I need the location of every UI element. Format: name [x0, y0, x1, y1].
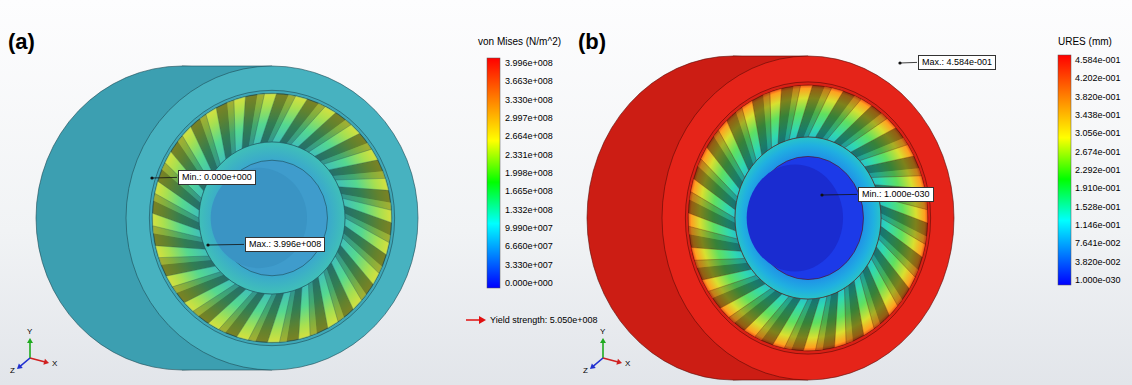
scale-label: 2.664e+008 [505, 131, 553, 141]
axis-triad [590, 338, 622, 369]
scale-label: 3.996e+008 [505, 58, 553, 68]
scale-label: 3.663e+008 [505, 76, 553, 86]
callout-box: Max.: 4.584e-001 [918, 55, 996, 70]
leader-line [208, 244, 244, 246]
scale-label: Yield strength: 5.050e+008 [490, 315, 598, 325]
scale-label: 1.332e+008 [505, 204, 553, 214]
color-scale-bar [487, 58, 500, 288]
scale-label: X [625, 359, 630, 368]
callout-box: Min.: 1.000e-030 [858, 187, 934, 202]
scale-label: 7.641e-002 [1075, 238, 1121, 248]
scale-label: 1.910e-001 [1075, 183, 1121, 193]
panel-label: (b) [578, 29, 606, 54]
scale-label: 3.820e-001 [1075, 91, 1121, 101]
probe-dot [206, 243, 209, 246]
scale-label: 1.000e-030 [1075, 275, 1121, 285]
callout-text: Min.: 0.000e+000 [182, 172, 252, 183]
scale-label: 4.584e-001 [1075, 55, 1121, 65]
scale-label: Z [10, 366, 15, 375]
probe-dot [820, 193, 823, 196]
scale-label: 1.146e-001 [1075, 220, 1121, 230]
scale-label: 3.056e-001 [1075, 128, 1121, 138]
scale-label: Y [27, 327, 32, 336]
scale-label: 9.990e+007 [505, 223, 553, 233]
callout-box: Max.: 3.996e+008 [245, 237, 325, 252]
leader-line [822, 194, 857, 196]
callout-text: Min.: 1.000e-030 [862, 189, 930, 200]
probe-dot [150, 176, 153, 179]
probe-dot [898, 61, 901, 64]
scale-label: 3.820e-002 [1075, 256, 1121, 266]
scale-label: 2.331e+008 [505, 149, 553, 159]
callout-text: Max.: 3.996e+008 [249, 239, 321, 250]
scale-label: 1.998e+008 [505, 168, 553, 178]
callout-box: Min.: 0.000e+000 [178, 170, 256, 185]
axis-triad [17, 338, 49, 369]
scale-label: 2.997e+008 [505, 113, 553, 123]
scale-label: 3.438e-001 [1075, 110, 1121, 120]
wheel-model [587, 56, 954, 380]
scale-label: 2.292e-001 [1075, 165, 1121, 175]
callout-text: Max.: 4.584e-001 [922, 57, 992, 68]
leader-line [152, 177, 177, 179]
scale-label: von Mises (N/m^2) [478, 36, 561, 48]
scale-label: 2.674e-001 [1075, 146, 1121, 156]
scale-label: 1.528e-001 [1075, 201, 1121, 211]
scale-label: Y [600, 327, 605, 336]
scale-label: 4.202e-001 [1075, 73, 1121, 83]
scale-label: 3.330e+007 [505, 259, 553, 269]
color-scale-bar [1058, 55, 1071, 285]
wheel-model [36, 66, 418, 370]
scale-label: 6.660e+007 [505, 241, 553, 251]
leader-line [900, 62, 917, 64]
yield-arrow [466, 316, 486, 324]
scale-label: 1.665e+008 [505, 186, 553, 196]
scale-label: 3.330e+008 [505, 94, 553, 104]
panel-label: (a) [8, 29, 35, 54]
scale-label: X [52, 359, 57, 368]
scale-label: 0.000e+000 [505, 278, 553, 288]
scale-label: Z [583, 366, 588, 375]
scale-label: URES (mm) [1058, 36, 1112, 48]
